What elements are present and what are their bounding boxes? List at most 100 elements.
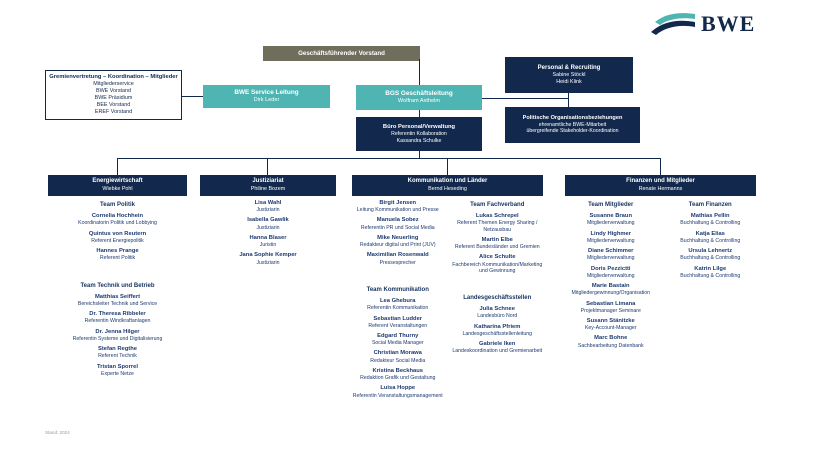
buero-name: Kassandra Schulke (396, 137, 442, 144)
person-name: Doris Pezzictti (590, 265, 631, 272)
team-label: Team Technik und Betrieb (80, 282, 155, 289)
person-role: Referentin Systeme und Digitalisierung (72, 335, 163, 342)
person-name: Marie Bastain (591, 283, 630, 290)
person-role: Landesbüro Nord (477, 313, 518, 320)
person-name: Isabella Gawlik (247, 217, 289, 224)
person-name: Luisa Hoppe (380, 385, 416, 392)
bgs-leitung-box: BGS Geschäftsleitung Wolfram Axthelm (356, 85, 482, 110)
person-name: Cornelia Hochhein (91, 213, 144, 220)
person-name: Birgit Jensen (379, 200, 417, 206)
person-role: Sachbearbeitung Datenbank (577, 342, 644, 349)
person-name: Tristan Sporrel (97, 363, 138, 370)
person-name: Katrin Lilge (694, 265, 727, 272)
person-name: Dr. Jenna Hilger (95, 328, 140, 335)
person-name: Susanne Braun (589, 213, 632, 220)
person-role: Mitgliederverwaltung (586, 272, 635, 279)
person-role: Buchhaltung & Controlling (680, 255, 741, 262)
team-label: Team Kommunikation (366, 286, 429, 293)
politik-line-3: übergreifende Stakeholder-Koordination (526, 128, 619, 135)
person-name: Lisa Wahl (254, 200, 282, 206)
person-role: Fachbereich Kommunikation/Marketing und … (452, 261, 543, 274)
person-role: Projektmanager Seminare (580, 307, 641, 314)
column-title: Energiewirtschaft (92, 178, 143, 185)
person-role: Referentin Kommunikation (367, 305, 429, 312)
person-name: Alice Schulte (479, 254, 516, 261)
bgs-leitung-title: BGS Geschäftsleitung (385, 90, 453, 97)
person-name: Ursula Lehnertz (688, 248, 733, 255)
person-role: Referent Themen Energy Sharing / Netzaus… (457, 220, 538, 233)
person-name: Katja Elias (695, 230, 725, 237)
person-role: Leitung Kommunikation und Presse (356, 207, 439, 214)
person-role: Referent Technik (98, 353, 137, 360)
person-name: Sebastian Ludder (373, 315, 423, 322)
person-role: Redaktion Grafik und Gestaltung (360, 375, 436, 382)
column-lead: Renate Hermanns (638, 185, 683, 192)
team-label: Team Finanzen (688, 202, 732, 208)
service-leitung-title: BWE Service Leitung (234, 89, 299, 96)
gremien-title: Gremienvertretung – Koordination – Mitgl… (49, 73, 178, 80)
person-name: Quintus von Reutern (88, 230, 147, 237)
footer-note: Stand: 2024 (45, 430, 70, 435)
column-title: Justiziariat (252, 178, 284, 185)
column-lead: Bernd Heseding (428, 185, 467, 192)
vorstand-box: Geschäftsführender Vorstand (263, 46, 420, 61)
person-role: Buchhaltung & Controlling (680, 237, 741, 244)
person-name: Dr. Theresa Ribbeler (89, 311, 146, 318)
gremien-box: Gremienvertretung – Koordination – Mitgl… (45, 70, 182, 120)
column-lead: Philine Bozem (250, 185, 286, 192)
gremien-line: BWE Präsidium (94, 95, 133, 102)
person-role: Referentin PR und Social Media (360, 224, 435, 231)
person-role: Referentin Veranstaltungsmanagement (352, 392, 443, 399)
person-name: Mathias Pellin (690, 213, 730, 220)
person-name: Matthias Seiffert (94, 293, 141, 300)
person-role: Landeskoordination und Gremienarbeit (452, 348, 543, 355)
person-name: Katharina Pfriem (474, 323, 521, 330)
connector-line (182, 96, 203, 97)
connector-line (660, 158, 661, 175)
connector-line (419, 110, 420, 117)
person-name: Julia Schnee (479, 306, 515, 313)
person-name: Edgard Thurny (377, 333, 419, 339)
column-header-justiziariat: Justiziariat Philine Bozem (200, 175, 336, 196)
person-name: Susann Stänitzke (586, 318, 635, 324)
person-name: Lindy Highmer (590, 230, 632, 237)
person-name: Lukas Schrepel (475, 213, 519, 220)
person-role: Redakteur Social Media (370, 357, 426, 364)
person-role: Social Media Manager (371, 340, 424, 347)
person-name: Maximilian Rosenwald (366, 252, 429, 259)
person-name: Stefan Regthe (98, 346, 137, 353)
service-leitung-box: BWE Service Leitung Dirk Leder (203, 85, 330, 108)
team-label: Team Mitglieder (588, 202, 634, 208)
bwe-logo: BWE (650, 11, 755, 37)
person-role: Referent Bundesländer und Gremien (454, 244, 540, 251)
buero-title: Büro Personal/Verwaltung (382, 123, 456, 130)
personal-name-2: Heidi Klink (556, 78, 582, 85)
service-leitung-name: Dirk Leder (253, 97, 280, 103)
connector-line (267, 158, 268, 175)
person-name: Hanna Blaser (249, 234, 287, 241)
personal-title: Personal & Recruiting (537, 64, 601, 71)
